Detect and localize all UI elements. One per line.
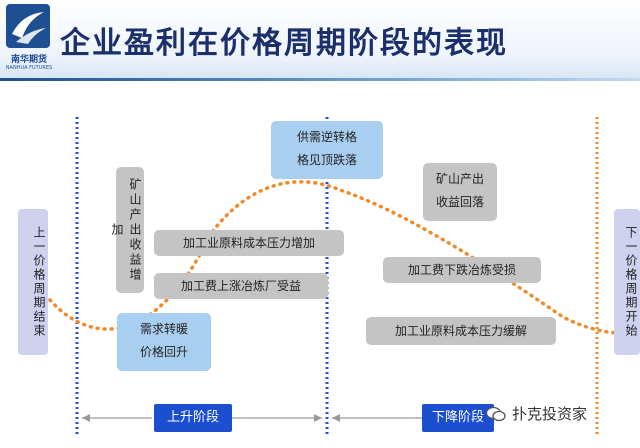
box-processing-fee-fall: 加工费下跌冶炼受损: [383, 257, 541, 283]
company-logo: 南华期货 NANHUA FUTURES: [2, 2, 56, 72]
watermark-text: 扑克投资家: [512, 405, 588, 423]
box-demand-recovery-line2: 价格回升: [139, 344, 188, 359]
watermark: 扑克投资家: [486, 403, 587, 424]
phase-label-down: 下降阶段: [422, 404, 494, 432]
arrow-head-up-right: [314, 414, 322, 422]
box-mine-output-rise: 矿山产出收益增加: [110, 167, 144, 293]
price-cycle-diagram: 上一价格周期结束 下一价格周期开始 供需逆转格 格见顶跌落 矿山产出 收益回落 …: [0, 85, 640, 448]
price-cycle-curve: [48, 180, 637, 336]
logo-emblem-icon: [6, 4, 50, 48]
logo-name: 南华期货: [10, 55, 47, 65]
box-mine-output-fall-line2: 收益回落: [435, 194, 484, 209]
header-bar: 南华期货 NANHUA FUTURES 企业盈利在价格周期阶段的表现: [0, 0, 640, 78]
box-supply-demand-reversal-line2: 格见顶跌落: [296, 152, 357, 167]
box-processing-fee-rise: 加工费上涨冶炼厂受益: [154, 273, 328, 299]
box-demand-recovery-line1: 需求转暖: [139, 322, 188, 336]
box-processing-cost-ease: 加工业原料成本压力缓解: [366, 317, 556, 345]
box-supply-demand-reversal-line1: 供需逆转格: [296, 130, 357, 144]
box-supply-demand-reversal: 供需逆转格 格见顶跌落: [271, 121, 383, 179]
logo-subtitle: NANHUA FUTURES: [5, 65, 53, 71]
box-mine-output-fall-line1: 矿山产出: [435, 172, 484, 186]
box-demand-recovery: 需求转暖 价格回升: [117, 313, 211, 371]
side-label-next-cycle-start: 下一价格周期开始: [614, 209, 640, 355]
phase-label-up: 上升阶段: [154, 404, 232, 432]
side-label-prev-cycle-end: 上一价格周期结束: [18, 209, 48, 355]
arrow-head-down-left: [332, 414, 340, 422]
box-processing-cost-rise: 加工业原料成本压力增加: [154, 230, 344, 256]
box-mine-output-fall: 矿山产出 收益回落: [423, 163, 497, 221]
arrow-head-up-left: [82, 414, 90, 422]
wechat-icon: [486, 406, 506, 422]
page-title: 企业盈利在价格周期阶段的表现: [60, 26, 508, 61]
header-divider: [0, 78, 640, 81]
